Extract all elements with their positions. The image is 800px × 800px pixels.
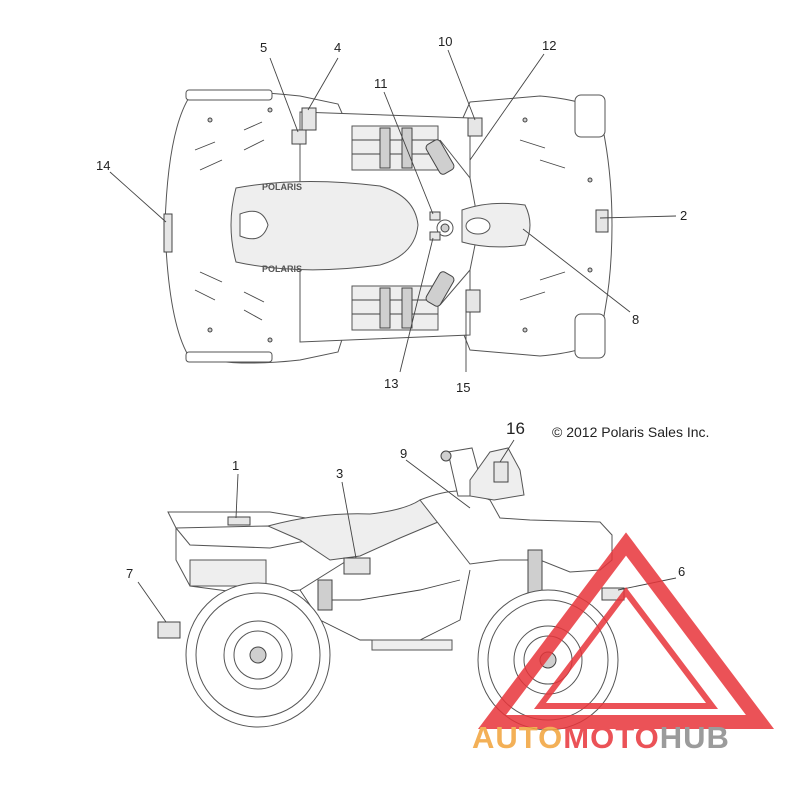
- rear-tire-top-upper: [185, 89, 273, 101]
- brand-text-top: POLARIS: [262, 182, 302, 192]
- decal-10: [467, 117, 483, 137]
- callout-6: 6: [678, 564, 685, 579]
- leader-lines-side: [137, 439, 677, 623]
- decal-11: [429, 211, 441, 221]
- grip-lower: [425, 271, 455, 307]
- decal-7: [157, 621, 181, 639]
- watermark-hub: HUB: [660, 720, 730, 755]
- callout-11: 11: [374, 76, 388, 91]
- callout-15: 15: [456, 380, 470, 395]
- decal-1: [227, 516, 251, 526]
- copyright-notice: © 2012 Polaris Sales Inc.: [552, 424, 709, 440]
- callout-10: 10: [438, 34, 452, 49]
- callouts-top: 5 4 10 12 11 14 2 8 13 15: [96, 34, 687, 395]
- rear-tire-top-lower: [185, 351, 273, 363]
- headlight-pod-top: [461, 202, 531, 248]
- rear-storage-box: [189, 559, 267, 587]
- callout-2: 2: [680, 208, 687, 223]
- rear-wheel-side: [185, 582, 331, 728]
- watermark-auto: AUTO: [472, 720, 563, 755]
- footrest-lower: [351, 285, 439, 331]
- front-tire-top-lower: [574, 313, 606, 359]
- callout-8: 8: [632, 312, 639, 327]
- shock-rear: [317, 579, 333, 611]
- callout-14: 14: [96, 158, 110, 173]
- leader-lines-top: [109, 49, 677, 373]
- rear-fender-texture: [194, 107, 273, 343]
- seat-top: [230, 180, 419, 271]
- automotohub-watermark: AUTOMOTOHUB: [472, 532, 775, 755]
- callout-12: 12: [542, 38, 556, 53]
- front-tire-top-upper: [574, 94, 606, 138]
- front-body-side: [419, 490, 613, 573]
- decal-14: [163, 213, 173, 253]
- brand-text-bottom: POLARIS: [262, 264, 302, 274]
- decal-2: [595, 209, 609, 233]
- front-fender-texture: [519, 117, 593, 333]
- watermark-moto: MOTO: [563, 720, 659, 755]
- footrest-side: [371, 639, 453, 651]
- callout-13: 13: [384, 376, 398, 391]
- decal-16: [493, 461, 509, 483]
- callout-9: 9: [400, 446, 407, 461]
- decal-15: [465, 289, 481, 313]
- callout-1: 1: [232, 458, 239, 473]
- watermark-triangle: [477, 532, 775, 729]
- footrest-upper: [351, 125, 439, 171]
- callout-5: 5: [260, 40, 267, 55]
- grip-upper: [425, 139, 455, 175]
- decal-3: [343, 557, 371, 575]
- seat-hump: [239, 210, 269, 240]
- callout-4: 4: [334, 40, 341, 55]
- decal-5: [291, 129, 307, 145]
- decal-4: [301, 107, 317, 131]
- callouts-side: 1 3 9 16 7 6: [126, 419, 685, 581]
- watermark-text: AUTOMOTOHUB: [472, 720, 730, 755]
- shock-front: [527, 549, 543, 595]
- decal-13: [429, 231, 441, 241]
- atv-top-view: POLARIS POLARIS: [163, 89, 613, 364]
- callout-3: 3: [336, 466, 343, 481]
- callout-7: 7: [126, 566, 133, 581]
- callout-16: 16: [506, 419, 525, 438]
